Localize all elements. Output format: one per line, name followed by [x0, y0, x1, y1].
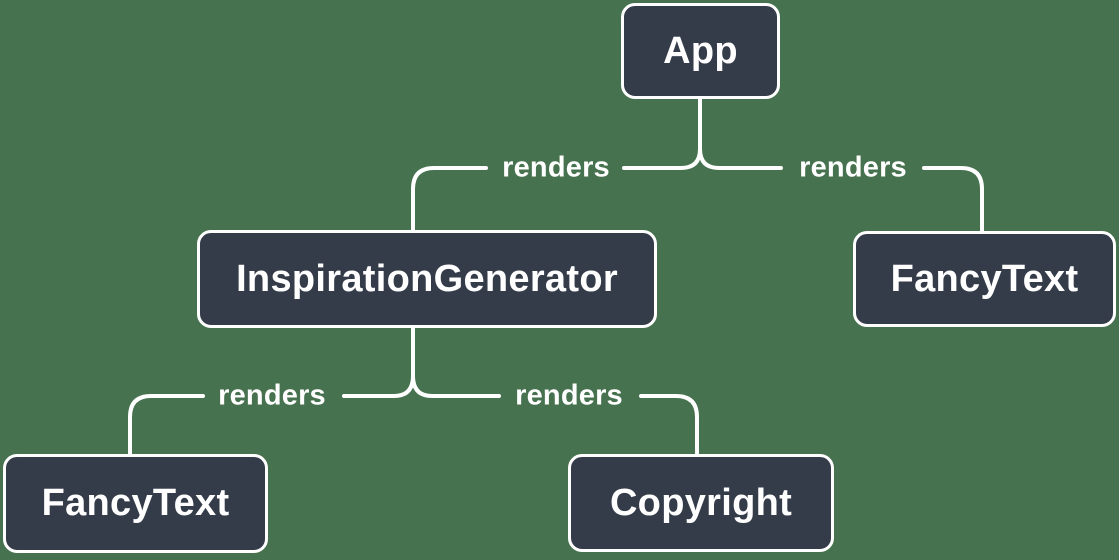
edge-line-inspirationgenerator-copyright — [411, 326, 699, 456]
node-inspiration-generator: InspirationGenerator — [197, 230, 657, 328]
node-label-app: App — [663, 29, 738, 72]
node-fancy-text-right: FancyText — [853, 231, 1116, 327]
node-label-fancy-text-right: FancyText — [890, 257, 1079, 300]
node-app: App — [621, 3, 780, 99]
node-label-copyright: Copyright — [609, 481, 793, 524]
node-fancy-text-left: FancyText — [3, 454, 268, 553]
edge-label-app-inspirationgenerator: renders — [502, 151, 610, 184]
edge-label-inspirationgenerator-fancytext: renders — [218, 379, 326, 412]
node-label-inspiration-generator: InspirationGenerator — [236, 257, 618, 300]
edge-line-app-fancytext — [698, 97, 984, 233]
node-label-fancy-text-left: FancyText — [41, 482, 230, 524]
edge-label-inspirationgenerator-copyright: renders — [515, 379, 623, 412]
node-copyright: Copyright — [568, 454, 834, 552]
edge-label-app-fancytext: renders — [799, 151, 907, 184]
